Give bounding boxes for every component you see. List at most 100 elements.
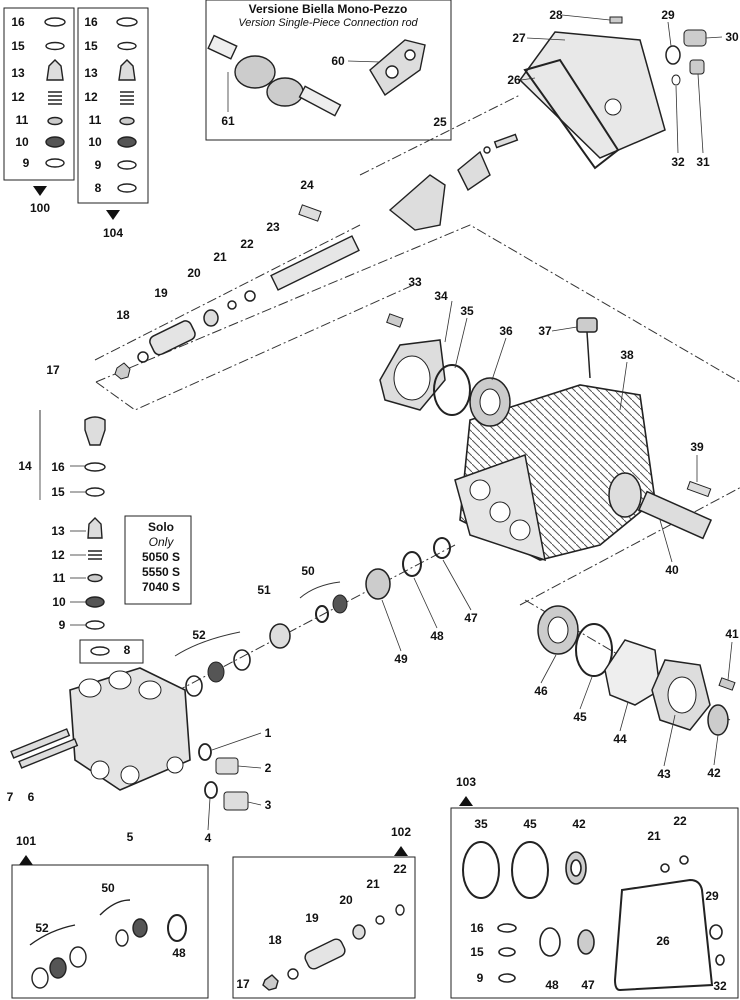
drive-group-outline-left: [95, 281, 421, 411]
callout-c-48kk: 48: [545, 978, 559, 992]
screw-41: [718, 677, 736, 691]
callout-c-15c: 15: [51, 485, 65, 499]
key-39: [686, 480, 712, 498]
kit-100-marker: [33, 186, 47, 196]
connecting-rod-25: [388, 133, 519, 231]
connecting-rod-60: [369, 39, 426, 97]
leader-lines: [39, 14, 733, 831]
callout-c-11a: 11: [15, 113, 29, 127]
valve-stack-14: [84, 416, 110, 656]
oring-48: [402, 551, 422, 577]
callout-c-15b: 15: [84, 39, 98, 53]
oil-seal-42: [707, 704, 729, 736]
callout-c-10a: 10: [15, 135, 29, 149]
callout-c-15a: 15: [11, 39, 25, 53]
callout-c-22k: 22: [393, 862, 407, 876]
oring-32: [671, 74, 681, 86]
callout-c-36: 36: [499, 324, 513, 338]
callout-c-52k: 52: [35, 921, 49, 935]
callout-c-16a: 16: [11, 15, 25, 29]
callout-c-11b: 11: [88, 113, 102, 127]
callout-c-32: 32: [671, 155, 685, 169]
callout-c-6: 6: [27, 790, 35, 804]
kit-103-box: [450, 807, 739, 999]
kit-102-marker: [394, 846, 408, 856]
callout-c-34: 34: [434, 289, 448, 303]
callout-c-8b: 8: [94, 181, 102, 195]
kit-100-box: [3, 7, 75, 181]
callout-c-26k: 26: [656, 934, 670, 948]
callout-c-47: 47: [464, 611, 478, 625]
seal-52c: [185, 675, 203, 697]
model-5550s: 5550 S: [141, 565, 181, 579]
bracket-52: [174, 631, 241, 657]
callout-c-8c: 8: [123, 643, 131, 657]
pin-24: [298, 204, 322, 222]
callout-c-21k: 21: [366, 877, 380, 891]
ceramic-piston-19: [149, 320, 196, 356]
oring-45: [575, 623, 613, 677]
cover-bore: [393, 355, 431, 401]
callout-c-17: 17: [46, 363, 60, 377]
callout-c-20k: 20: [339, 893, 353, 907]
callout-c-23: 23: [266, 220, 280, 234]
callout-c-45k: 45: [523, 817, 537, 831]
callout-c-5: 5: [126, 830, 134, 844]
cover-port: [604, 98, 622, 116]
callout-c-42k: 42: [572, 817, 586, 831]
callout-c-45: 45: [573, 710, 587, 724]
callout-c-42: 42: [707, 766, 721, 780]
model-5050s: 5050 S: [141, 550, 181, 564]
callout-c-60: 60: [331, 54, 345, 68]
kit-101-marker: [19, 855, 33, 865]
oring-4: [204, 781, 218, 799]
callout-c-100: 100: [29, 201, 51, 215]
cover-43-bore: [667, 676, 697, 714]
callout-c-18: 18: [116, 308, 130, 322]
callout-c-13c: 13: [51, 524, 65, 538]
oring-1: [198, 743, 212, 761]
callout-c-21: 21: [213, 250, 227, 264]
shaft-40: [608, 472, 713, 540]
seal-50b: [315, 605, 329, 623]
callout-c-52: 52: [192, 628, 206, 642]
inset-subtitle: Version Single-Piece Connection rod: [238, 17, 418, 29]
callout-c-29k: 29: [705, 889, 719, 903]
plug-30: [683, 29, 707, 47]
callout-c-3: 3: [264, 798, 272, 812]
callout-c-1: 1: [264, 726, 272, 740]
callout-c-18k: 18: [268, 933, 282, 947]
seal-stack-100: [44, 17, 66, 168]
callout-c-51: 51: [257, 583, 271, 597]
callout-c-35k: 35: [474, 817, 488, 831]
callout-c-43: 43: [657, 767, 671, 781]
seal-51: [269, 623, 291, 649]
callout-c-2: 2: [264, 761, 272, 775]
callout-c-46: 46: [534, 684, 548, 698]
callout-c-103: 103: [455, 775, 477, 789]
callout-c-22: 22: [240, 237, 254, 251]
callout-c-50k: 50: [101, 881, 115, 895]
callout-c-12b: 12: [84, 90, 98, 104]
callout-c-9a: 9: [22, 156, 30, 170]
kit-104-marker: [106, 210, 120, 220]
seal-50a: [332, 594, 348, 614]
callout-c-44: 44: [613, 732, 627, 746]
washer-21: [227, 300, 237, 310]
nut-17: [114, 362, 131, 380]
oring-35: [433, 364, 471, 416]
callout-c-25: 25: [433, 115, 447, 129]
callout-c-50: 50: [301, 564, 315, 578]
crank-axis-line: [359, 94, 521, 176]
kit-101-parts: [29, 899, 187, 989]
callout-c-19: 19: [154, 286, 168, 300]
model-7040s: 7040 S: [141, 580, 181, 594]
callout-c-61: 61: [221, 114, 235, 128]
callout-c-29: 29: [661, 8, 675, 22]
seal-47: [433, 537, 451, 559]
screw-28: [609, 16, 623, 24]
callout-c-47kk: 47: [581, 978, 595, 992]
only-label: Only: [148, 535, 174, 549]
